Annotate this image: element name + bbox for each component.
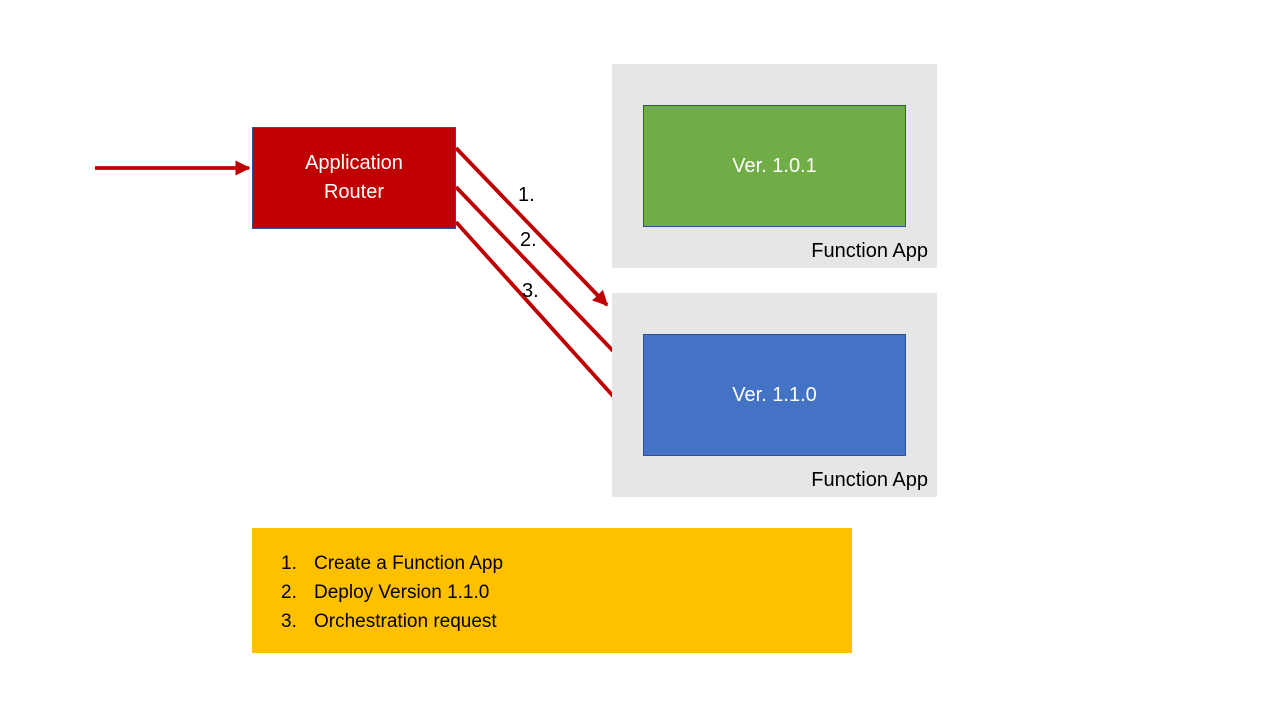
function-app-container-1: Ver. 1.0.1 Function App bbox=[612, 64, 937, 268]
function-app-label-2: Function App bbox=[811, 469, 928, 491]
legend-item-1-number: 1. bbox=[281, 553, 297, 574]
version-box-1-0-1: Ver. 1.0.1 bbox=[643, 105, 906, 227]
function-app-container-2: Ver. 1.1.0 Function App bbox=[612, 293, 937, 497]
version-box-1-1-0: Ver. 1.1.0 bbox=[643, 334, 906, 456]
version-label-1-0-1: Ver. 1.0.1 bbox=[732, 154, 817, 177]
legend-item-3: 3. Orchestration request bbox=[281, 607, 842, 636]
application-router-box: Application Router bbox=[252, 127, 456, 229]
application-router-label: Application Router bbox=[305, 152, 403, 203]
step-label-3: 3. bbox=[522, 280, 539, 302]
legend-item-1: 1. Create a Function App bbox=[281, 549, 842, 578]
step-label-2: 2. bbox=[520, 229, 537, 251]
legend-box: 1. Create a Function App 2. Deploy Versi… bbox=[252, 528, 852, 653]
function-app-label-1: Function App bbox=[811, 240, 928, 262]
legend-item-2-number: 2. bbox=[281, 582, 297, 603]
step-label-1: 1. bbox=[518, 184, 535, 206]
legend-item-2-text: Deploy Version 1.1.0 bbox=[314, 582, 490, 603]
version-label-1-1-0: Ver. 1.1.0 bbox=[732, 383, 817, 406]
legend-item-3-number: 3. bbox=[281, 611, 297, 632]
legend-item-1-text: Create a Function App bbox=[314, 553, 504, 574]
legend-item-3-text: Orchestration request bbox=[314, 611, 497, 632]
legend-item-2: 2. Deploy Version 1.1.0 bbox=[281, 578, 842, 607]
